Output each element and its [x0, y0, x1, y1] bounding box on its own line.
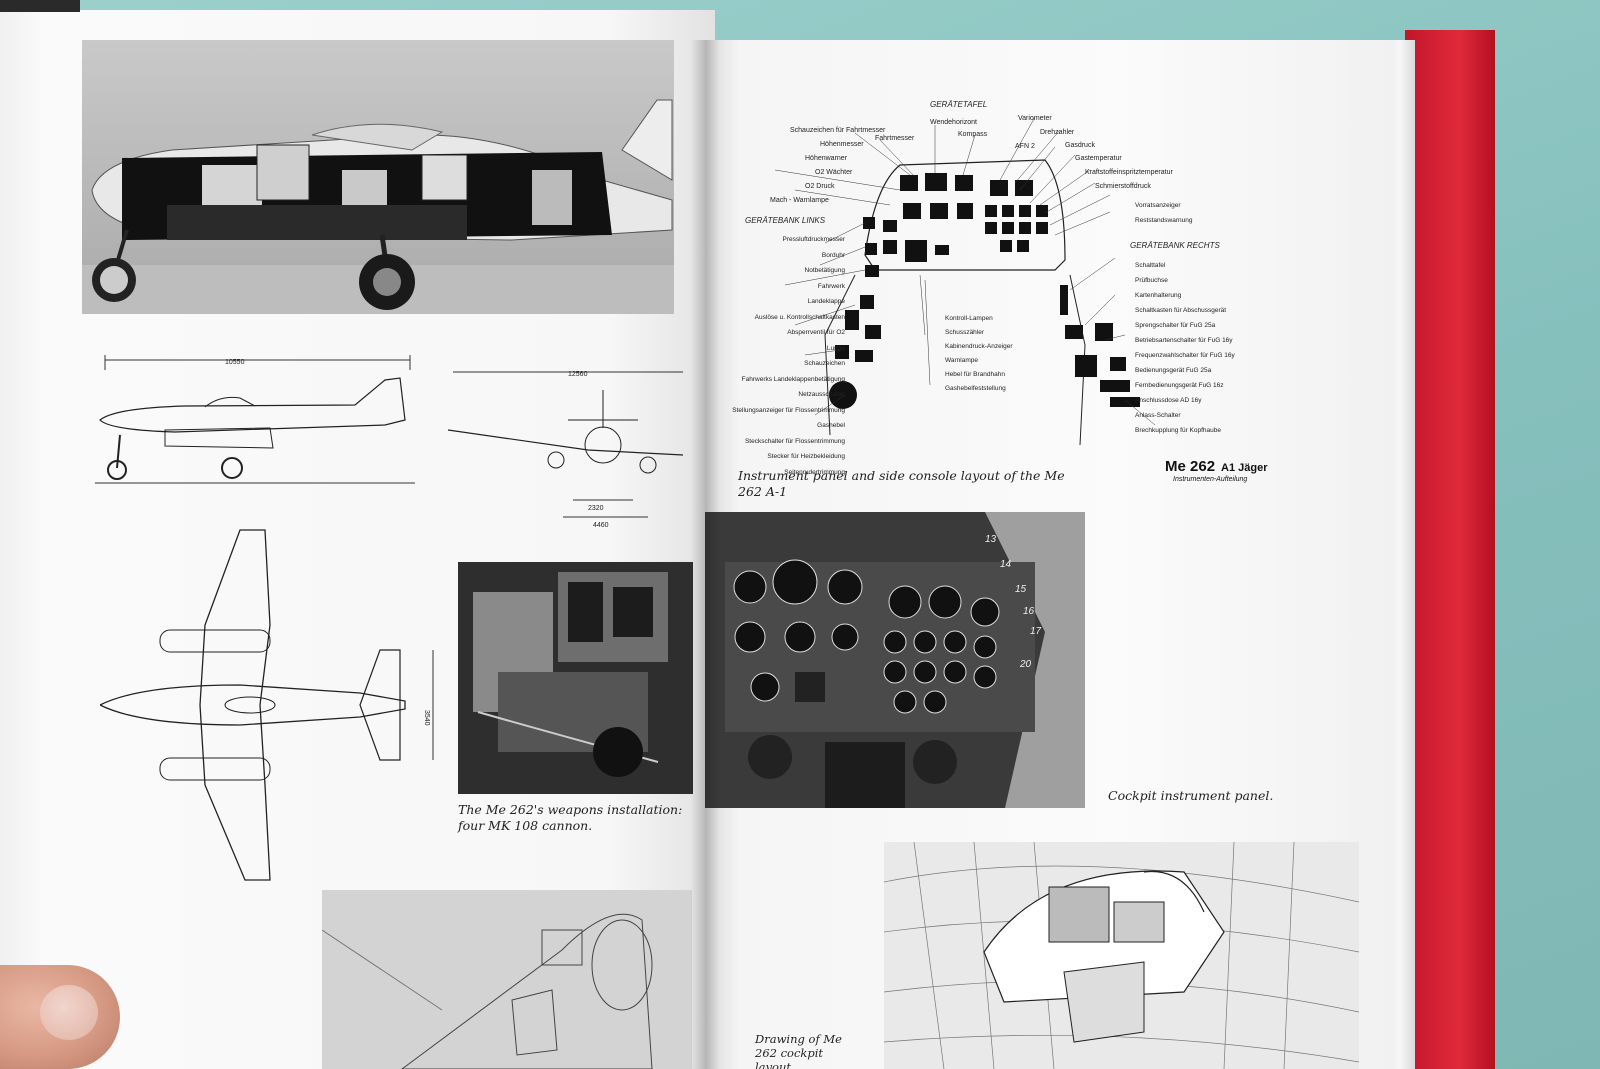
- label-fahrtmesser: Fahrtmesser: [875, 135, 915, 142]
- label-mach: Mach - Warnlampe: [770, 197, 829, 204]
- label-right: Kartenhalterung: [1135, 292, 1182, 299]
- brand-sub: A1 Jäger: [1221, 462, 1268, 474]
- label-left: Stecker für Heizbekleidung: [767, 453, 845, 460]
- instrument-diagram: GERÄTETAFEL GERÄTEBANK LINKS GERÄTEBANK …: [745, 100, 1220, 446]
- label-right: Fernbedienungsgerät FuG 16z: [1135, 382, 1224, 389]
- label-right: Sprengschalter für FuG 25a: [1135, 322, 1216, 329]
- label-hoehenwarner: Höhenwarner: [805, 155, 848, 162]
- label-left: Lunge: [826, 344, 845, 352]
- cockpit-panel-caption: Cockpit instrument panel.: [1108, 788, 1274, 803]
- brand-sub2: Instrumenten-Aufteilung: [1173, 476, 1248, 483]
- label-center: Kabinendruck-Anzeiger: [945, 343, 1013, 350]
- cockpit-number: 20: [1019, 659, 1032, 670]
- diagram-brand: Me 262 A1 Jäger Instrumenten-Aufteilung: [1165, 458, 1268, 483]
- label-left: Gashebel: [817, 422, 845, 429]
- cockpit-photo: 13 14 15 16 17 20: [705, 512, 1085, 808]
- panel-layout-caption: Instrument panel and side console layout…: [738, 468, 1065, 499]
- cockpit-number: 16: [1023, 606, 1035, 617]
- label-wendehorizont: Wendehorizont: [930, 119, 977, 126]
- label-left: Absperrventil für O2: [787, 329, 845, 336]
- label-gastemperatur: Gastemperatur: [1075, 155, 1122, 162]
- label-center: Hebel für Brandhahn: [945, 371, 1005, 378]
- label-gasdruck: Gasdruck: [1065, 142, 1095, 149]
- label-left: Auslöse u. Kontrollschaltkasten: [754, 313, 845, 321]
- diagram-labels-left: Pressluftdruckmesser Borduhr Notbetätigu…: [695, 232, 845, 480]
- heading-right: GERÄTEBANK RECHTS: [1130, 241, 1220, 250]
- book-spine-shadow: [690, 40, 720, 1069]
- label-variometer: Variometer: [1018, 115, 1052, 122]
- book-cover: [1405, 30, 1495, 1069]
- thumbnail: [40, 985, 98, 1040]
- heading-left: GERÄTEBANK LINKS: [745, 216, 826, 225]
- label-center: Warnlampe: [945, 357, 978, 364]
- label-left: Steckschalter für Flossentrimmung: [744, 437, 845, 445]
- label-left: Netzausschalter: [798, 391, 845, 398]
- dim-track1: 2320: [588, 505, 604, 512]
- label-right: Brechkupplung für Kopfhaube: [1135, 427, 1222, 434]
- label-right: Schalttafel: [1135, 262, 1166, 269]
- dim-height: 3540: [423, 710, 430, 726]
- diagram-labels-right: Vorratsanzeiger Reststandswarnung Schalt…: [1135, 198, 1335, 438]
- cockpit-drawing-left: [322, 890, 692, 1069]
- label-left: Fahrwerks Landeklappenbetätigung: [741, 375, 845, 383]
- label-kraftstoff: Kraftstoffeinspritztemperatur: [1085, 169, 1173, 176]
- label-right: Bedienungsgerät FuG 25a: [1135, 367, 1212, 374]
- cockpit-number: 14: [1000, 559, 1012, 570]
- label-center: Kontroll-Lampen: [945, 315, 993, 322]
- label-kompass: Kompass: [958, 131, 988, 138]
- label-left: Seitenrudertrimmung: [784, 468, 845, 476]
- label-center: Gashebelfeststellung: [945, 385, 1006, 392]
- label-right: Vorratsanzeiger: [1135, 202, 1181, 209]
- label-left: Schauzeichen: [804, 360, 845, 367]
- label-right: Reststandswarnung: [1135, 217, 1193, 224]
- label-right: Anschlussdose AD 16y: [1135, 397, 1202, 404]
- label-left: Notbetätigung: [804, 267, 845, 274]
- cockpit-drawing-right: [884, 842, 1359, 1069]
- dim-track2: 4460: [593, 522, 609, 529]
- weapons-photo: [458, 562, 693, 794]
- label-schmierstoff: Schmierstoffdruck: [1095, 183, 1151, 190]
- label-right: Schaltkasten für Abschussgerät: [1135, 307, 1227, 314]
- front-view-drawing: 12560 2320 4460: [448, 371, 684, 529]
- label-left: Pressluftdruckmesser: [782, 236, 846, 243]
- label-afn2: AFN 2: [1015, 143, 1035, 150]
- cockpit-number: 13: [985, 534, 997, 545]
- weapons-caption: The Me 262's weapons installation: four …: [458, 802, 683, 833]
- label-right: Betriebsartenschalter für FuG 16y: [1135, 337, 1233, 344]
- label-o2-druck: O2 Druck: [805, 183, 835, 190]
- label-left: Landeklappe: [807, 298, 845, 305]
- dim-length: 10550: [225, 359, 245, 366]
- heading-panel: GERÄTETAFEL: [930, 100, 987, 109]
- drawing-caption: Drawing of Me 262 cockpit layout.: [755, 1032, 842, 1069]
- label-drehzahler: Drehzahler: [1040, 129, 1075, 136]
- label-left: Fahrwerk: [817, 282, 845, 290]
- label-left: Borduhr: [821, 251, 845, 259]
- cutaway-photo: [82, 40, 674, 314]
- page-corner-shadow: [0, 0, 80, 12]
- label-right: Prüfbuchse: [1135, 277, 1168, 284]
- diagram-labels-center: Kontroll-Lampen Schusszähler Kabinendruc…: [945, 312, 1095, 396]
- cockpit-number: 15: [1015, 584, 1027, 595]
- dim-span: 12560: [568, 371, 588, 378]
- top-view-drawing: 3540: [100, 529, 434, 881]
- label-o2-waechter: O2 Wächter: [815, 169, 853, 176]
- label-right: Anlass-Schalter: [1135, 412, 1181, 419]
- label-schauzeichen: Schauzeichen für Fahrtmesser: [790, 127, 886, 134]
- label-right: Frequenzwahlschalter für FuG 16y: [1135, 352, 1235, 359]
- label-hoehenmesser: Höhenmesser: [820, 141, 864, 148]
- label-left: Stellungsanzeiger für Flossentrimmung: [732, 406, 845, 414]
- side-view-drawing: 10550: [95, 355, 415, 484]
- label-center: Schusszähler: [945, 329, 985, 336]
- cockpit-number: 17: [1030, 626, 1042, 637]
- brand-title: Me 262: [1165, 458, 1216, 475]
